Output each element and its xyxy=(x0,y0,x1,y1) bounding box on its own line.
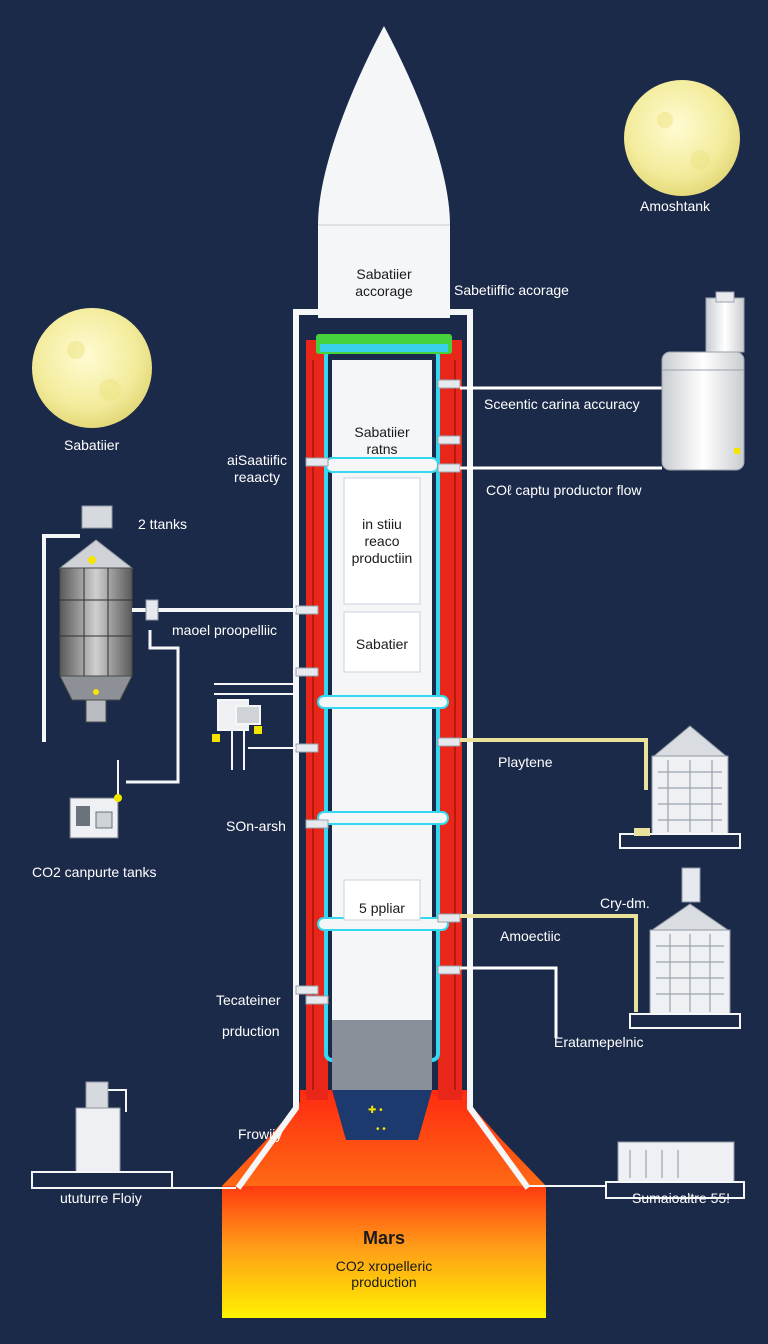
label-top-right: Sabetiiffic acorage xyxy=(454,282,569,298)
label-left-3: SOn-arsh xyxy=(226,818,286,834)
cryo-tank-icon-upper xyxy=(619,725,741,849)
ring-3 xyxy=(317,811,449,825)
rocket-body xyxy=(332,360,432,1060)
label-left-4: Tecateiner xyxy=(216,992,281,1008)
moon-icon-right xyxy=(624,80,740,196)
moon-left-label: Sabatiier xyxy=(64,437,120,453)
label-right-3: Playtene xyxy=(498,754,553,770)
label-co2-tanks: CO2 canpurte tanks xyxy=(32,864,157,880)
label-right-1: Sceentic carina accuracy xyxy=(484,396,640,412)
mars-base-title: Mars xyxy=(362,1228,406,1248)
svg-text:✚ •: ✚ • xyxy=(368,1105,383,1116)
nose-cone xyxy=(318,26,450,318)
valve-icon-left xyxy=(212,683,296,770)
tower-frame xyxy=(235,309,531,1190)
label-left-6: Frowiiy xyxy=(238,1126,283,1142)
mars-base-subtitle: CO2 xropelleric production xyxy=(335,1258,433,1290)
svg-text:• •: • • xyxy=(376,1124,386,1135)
section-3-label: Sabatier xyxy=(355,636,409,652)
section-2-label: in stiiu reaco productiin xyxy=(351,516,413,566)
label-tank-small: 2 ttanks xyxy=(138,516,188,532)
heat-shell-left xyxy=(306,340,328,1100)
section-4-label: 5 ppliar xyxy=(359,900,405,916)
heat-shell-right xyxy=(438,340,462,1100)
tank-icon-right-top xyxy=(661,291,745,471)
mars-base xyxy=(222,1186,546,1318)
label-right-4: Cry-dm. xyxy=(600,895,650,911)
label-bottom-right: Sumaioaltre 55! xyxy=(632,1190,731,1206)
moon-right-label: Amoshtank xyxy=(640,198,711,214)
moon-icon-left xyxy=(32,308,152,428)
nose-cone-label: Sabatiier accorage xyxy=(355,266,413,299)
pump-icon-left xyxy=(69,760,122,839)
section-1-label: Sabatiier ratns xyxy=(354,424,410,457)
label-right-5: Amoectiic xyxy=(500,928,561,944)
label-left-2: maoel proopelliic xyxy=(172,622,278,638)
label-right-2: COℓ captu productor flow xyxy=(486,482,642,498)
facility-icon-right xyxy=(528,1141,745,1199)
label-left-1: aiSaatiific reaacty xyxy=(227,452,287,485)
ring-2 xyxy=(317,695,449,709)
tank-icon-left xyxy=(42,505,296,784)
facility-icon-left xyxy=(31,1081,236,1189)
label-bottom-left: ututurre Floiy xyxy=(60,1190,142,1206)
cryo-tank-icon-lower xyxy=(629,867,741,1029)
label-right-6: Eratamepelnic xyxy=(554,1034,644,1050)
label-left-5: prduction xyxy=(222,1023,280,1039)
ring-1 xyxy=(325,457,439,473)
engine-nozzle xyxy=(332,1090,432,1140)
